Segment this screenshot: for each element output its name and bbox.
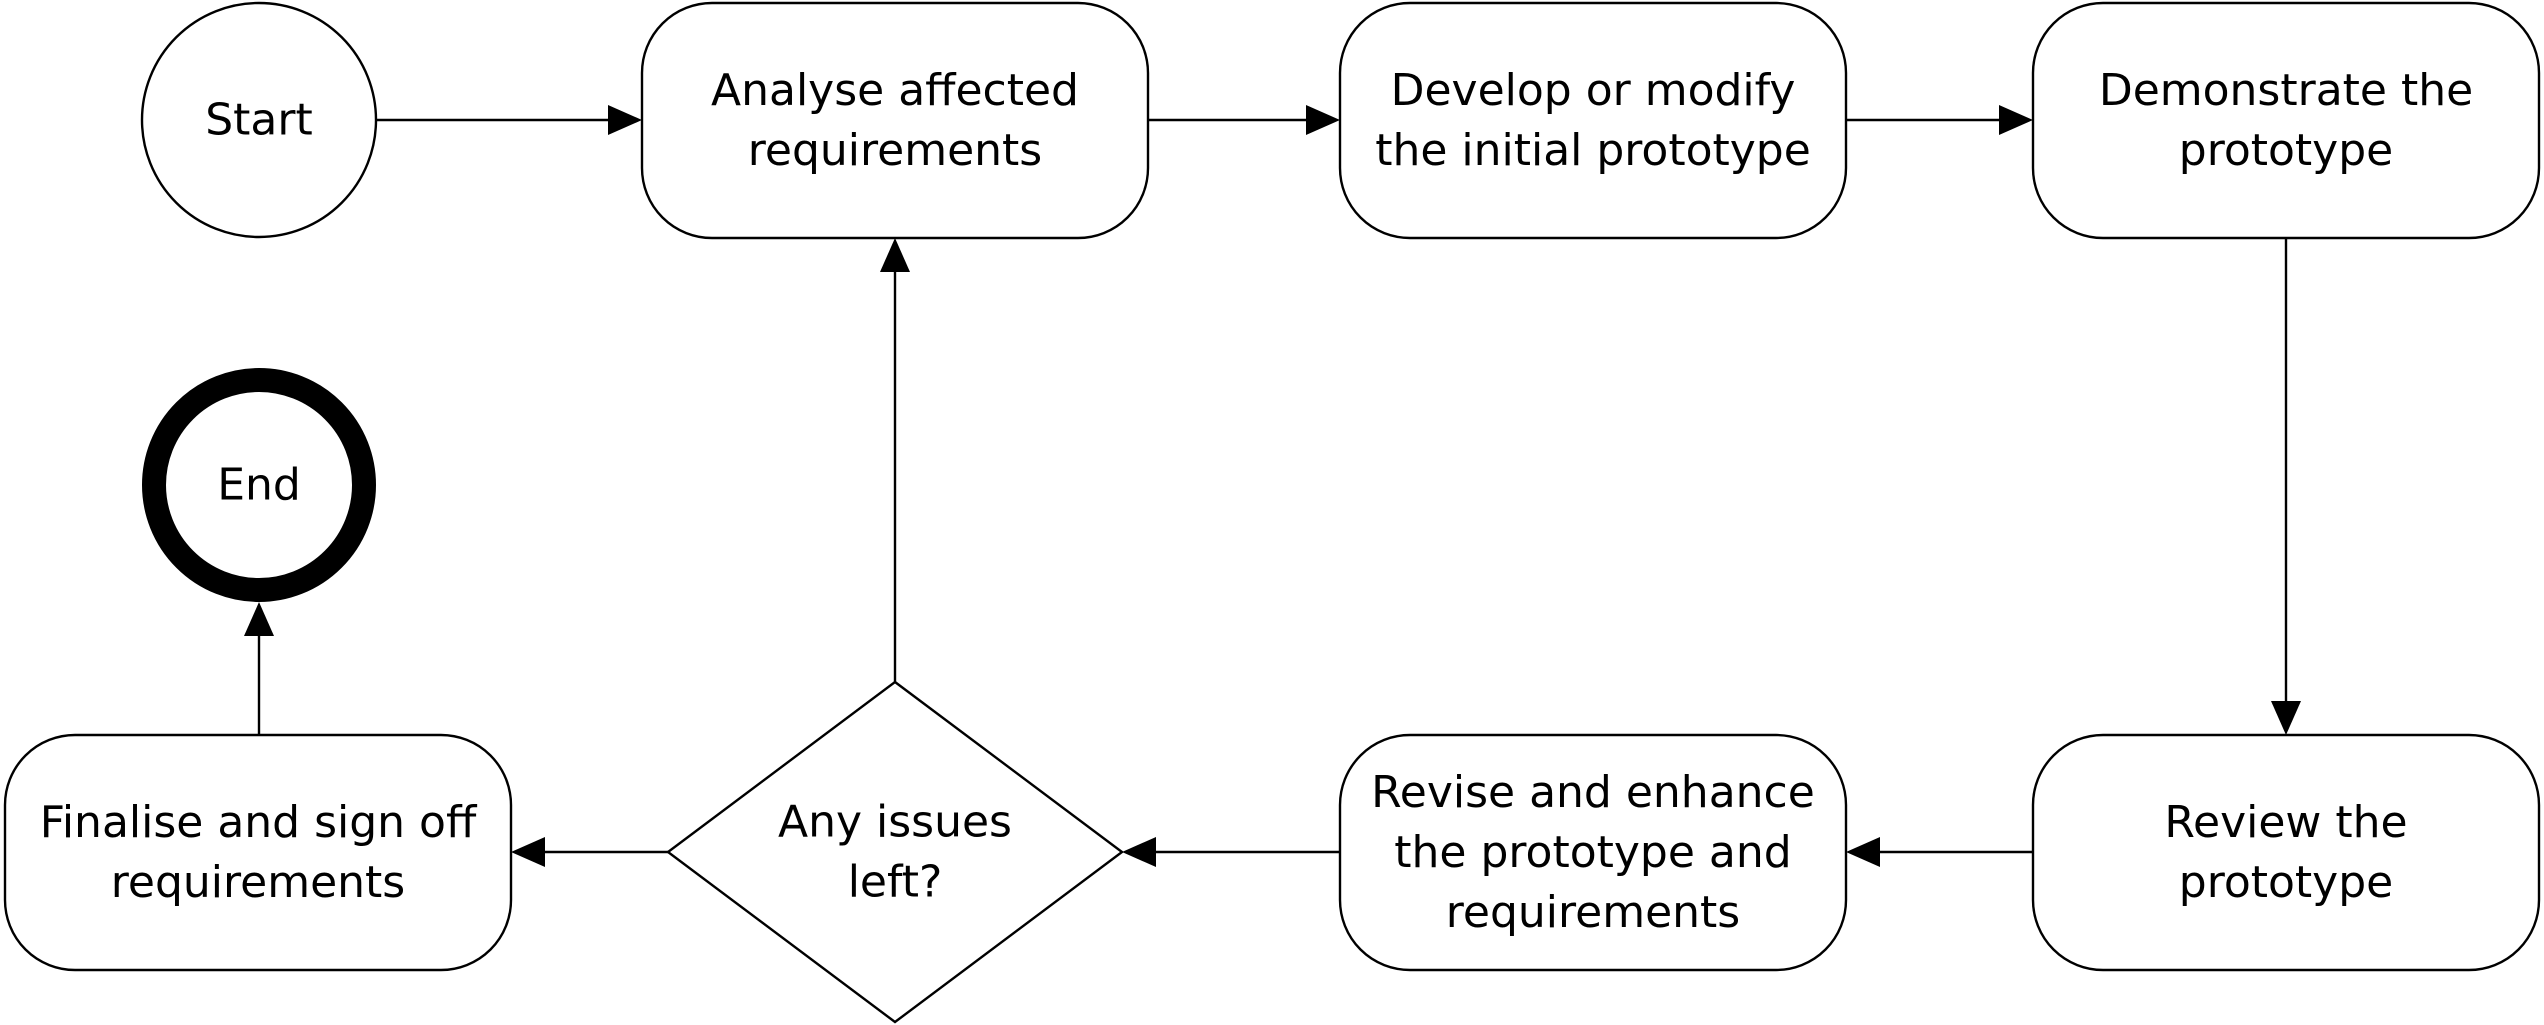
arrowhead — [2271, 701, 2301, 735]
node-start: Start — [140, 1, 378, 239]
process-box — [1338, 733, 1848, 972]
review-label-line-1: Review the — [2164, 797, 2407, 848]
arrowhead — [880, 238, 910, 272]
process-box — [3, 733, 513, 972]
revise-label-line-3: requirements — [1446, 887, 1740, 938]
arrowhead — [244, 602, 274, 636]
analyse-label-line-2: requirements — [748, 125, 1042, 176]
develop-label-line-1: Develop or modify — [1391, 65, 1796, 116]
edge-review-to-revise — [1846, 837, 2033, 867]
revise-label-line-2: the prototype and — [1394, 827, 1791, 878]
analyse-label-line-1: Analyse affected — [711, 65, 1079, 116]
end-circle — [142, 368, 376, 602]
node-revise: Revise and enhance the prototype and requi… — [1338, 733, 1848, 972]
arrowhead — [1306, 105, 1340, 135]
edge-revise-to-decision — [1122, 837, 1340, 867]
arrowhead — [511, 837, 545, 867]
start-label-line-1: Start — [205, 95, 313, 146]
process-box — [2031, 733, 2541, 972]
process-box — [2031, 1, 2541, 240]
edge-decision-to-analyse — [880, 238, 910, 682]
node-demonstrate: Demonstrate the prototype — [2031, 1, 2541, 240]
node-finalise: Finalise and sign off requirements — [3, 733, 513, 972]
edge-analyse-to-develop — [1148, 105, 1340, 135]
node-decision: Any issues left? — [665, 680, 1125, 1024]
decision-label-line-1: Any issues — [778, 797, 1012, 848]
arrowhead — [608, 105, 642, 135]
edges-layer — [244, 105, 2301, 867]
end-label-line-1: End — [217, 460, 301, 511]
arrowhead — [1999, 105, 2033, 135]
arrowhead — [1846, 837, 1880, 867]
review-label-line-2: prototype — [2179, 857, 2393, 908]
process-box — [640, 1, 1150, 240]
node-analyse: Analyse affected requirements — [640, 1, 1150, 240]
finalise-label-line-1: Finalise and sign off — [40, 797, 478, 848]
node-develop: Develop or modify the initial prototype — [1338, 1, 1848, 240]
edge-develop-to-demonstrate — [1846, 105, 2033, 135]
edge-start-to-analyse — [376, 105, 642, 135]
decision-label-line-2: left? — [848, 857, 943, 908]
finalise-label-line-2: requirements — [111, 857, 405, 908]
start-circle — [140, 1, 378, 239]
develop-label-line-2: the initial prototype — [1375, 125, 1811, 176]
decision-diamond — [665, 680, 1125, 1024]
edge-demonstrate-to-review — [2271, 238, 2301, 735]
node-review: Review the prototype — [2031, 733, 2541, 972]
revise-label-line-1: Revise and enhance — [1371, 767, 1815, 818]
node-end: End — [142, 368, 376, 602]
process-box — [1338, 1, 1848, 240]
edge-decision-to-finalise — [511, 837, 668, 867]
arrowhead — [1122, 837, 1156, 867]
edge-finalise-to-end — [244, 602, 274, 735]
demonstrate-label-line-2: prototype — [2179, 125, 2393, 176]
demonstrate-label-line-1: Demonstrate the — [2099, 65, 2473, 116]
